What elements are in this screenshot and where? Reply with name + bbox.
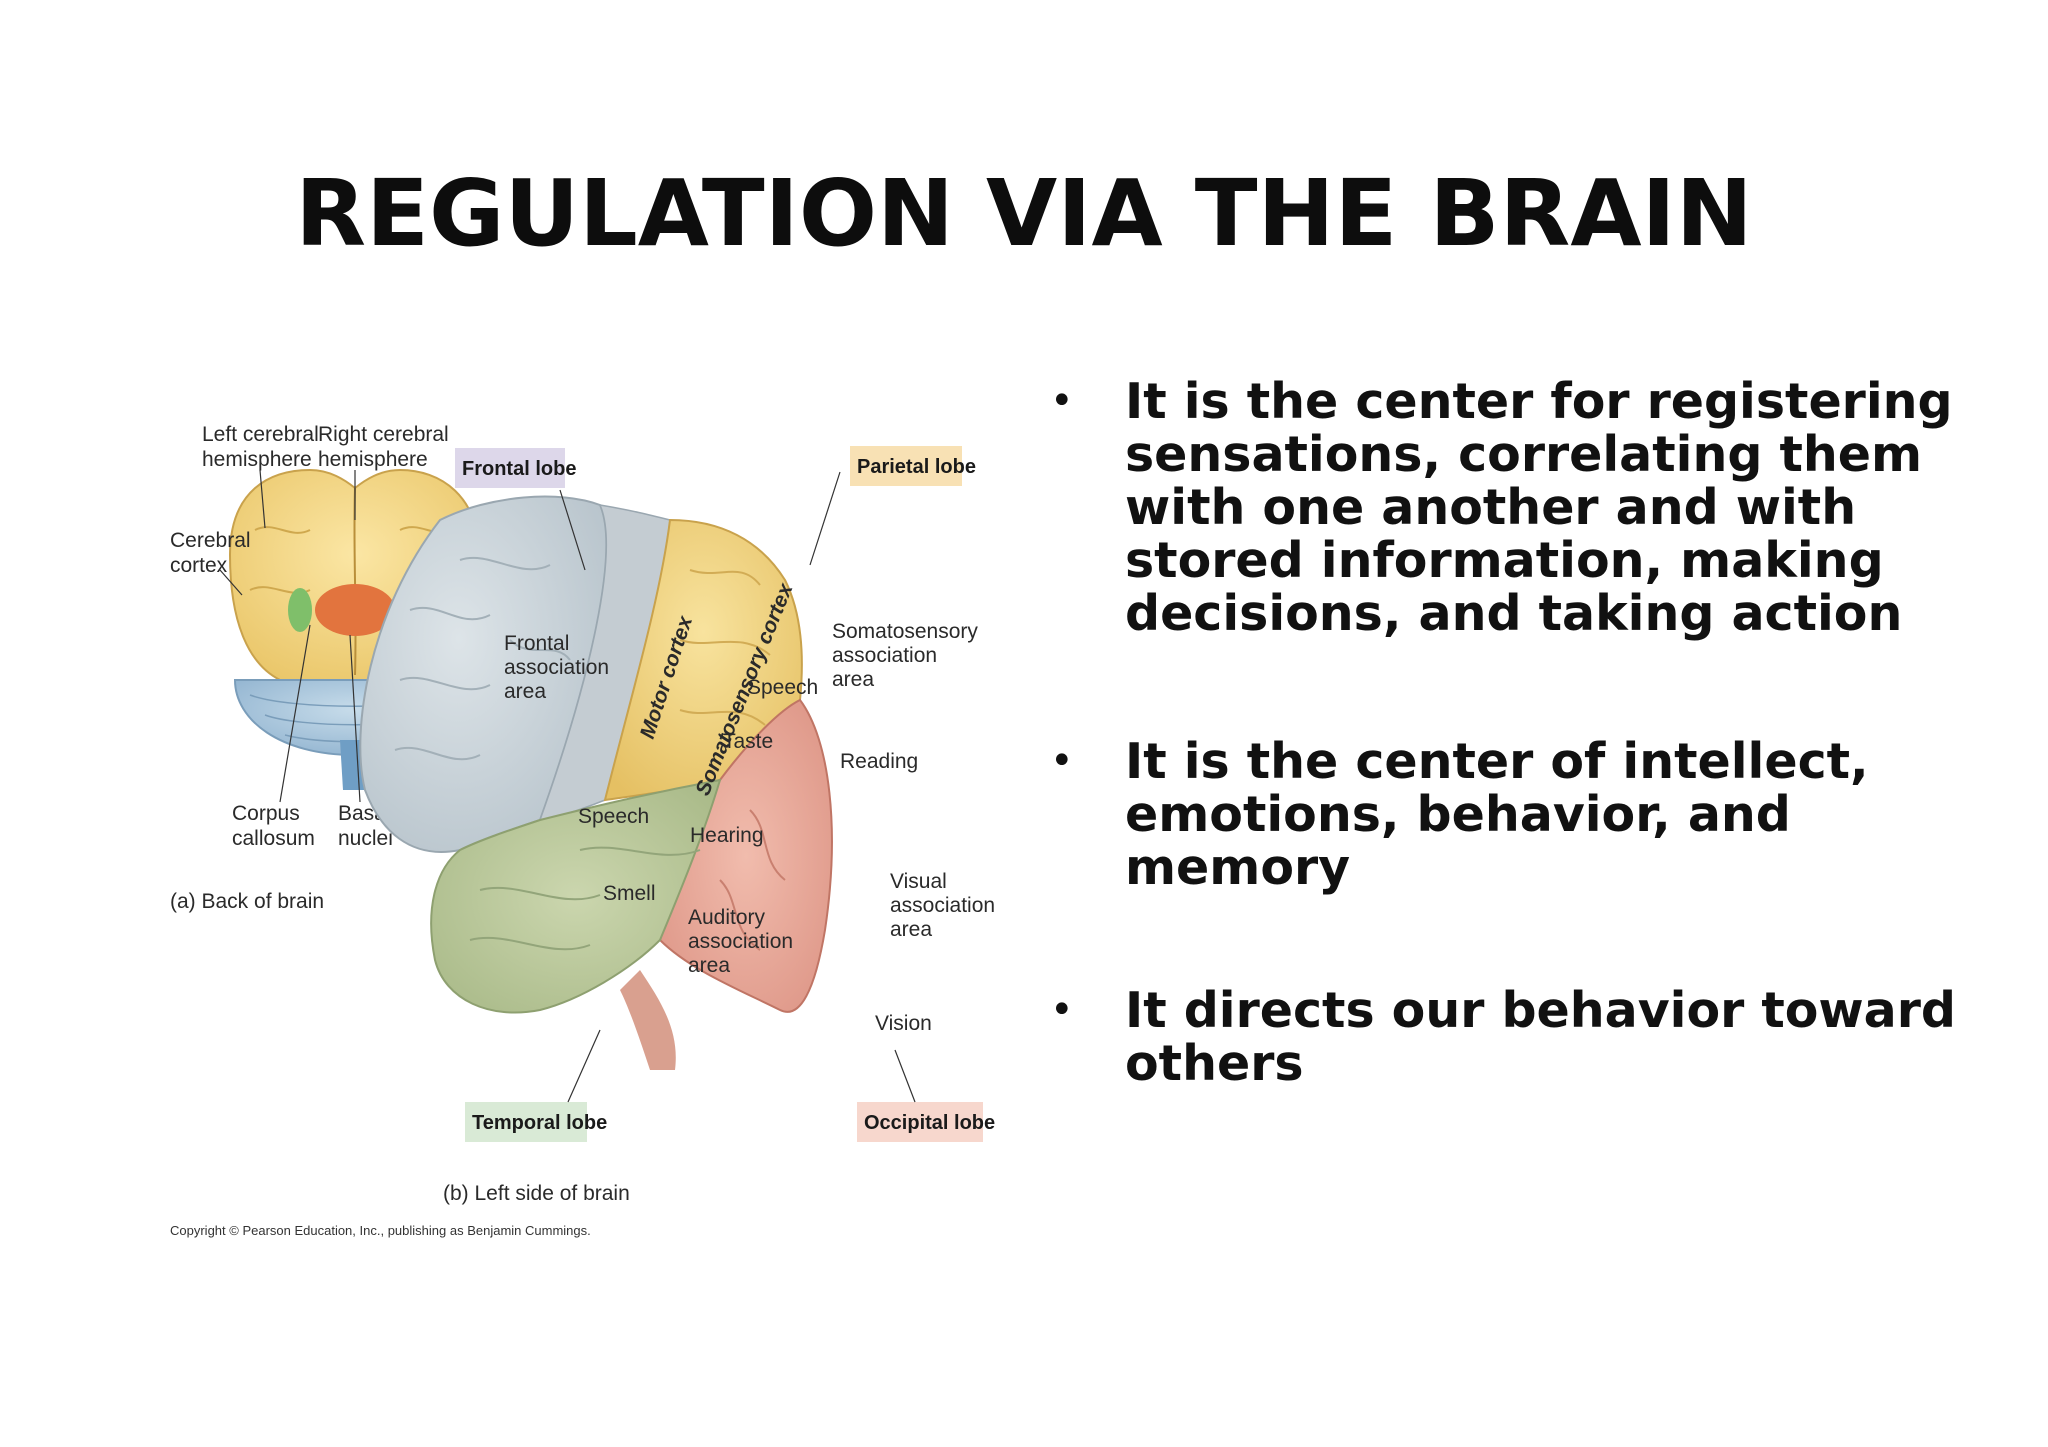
back-basal-nuclei-left — [288, 588, 312, 632]
label-cerebral-cortex-2: cortex — [170, 554, 228, 577]
slide-title: REGULATION VIA THE BRAIN — [295, 160, 1753, 267]
left-brainstem — [620, 970, 676, 1070]
label-speech-lower: Speech — [578, 805, 649, 828]
label-frontal-association-2: association — [504, 656, 609, 679]
label-occipital-lobe: Occipital lobe — [864, 1112, 995, 1134]
label-visual-association-3: area — [890, 918, 932, 941]
label-frontal-association-1: Frontal — [504, 632, 569, 655]
bullet-text: It is the center of intellect, emotions,… — [1125, 733, 1869, 896]
label-visual-association-2: association — [890, 894, 995, 917]
label-taste: Taste — [723, 730, 773, 753]
label-right-cerebral-hemisphere-1: Right cerebral — [318, 423, 449, 446]
label-auditory-association-2: association — [688, 930, 793, 953]
bullet-text: It directs our behavior toward others — [1125, 982, 1956, 1092]
label-left-cerebral-hemisphere-2: hemisphere — [202, 448, 312, 471]
lobe-leader-lines — [559, 471, 916, 1103]
label-frontal-lobe: Frontal lobe — [462, 458, 576, 480]
label-temporal-lobe: Temporal lobe — [472, 1112, 607, 1134]
region-temporal — [430, 778, 722, 1014]
label-reading: Reading — [840, 750, 918, 773]
left-gyri — [394, 557, 786, 951]
label-auditory-association-1: Auditory — [688, 906, 766, 929]
left-side-brain-illustration — [359, 495, 833, 1070]
label-somatosensory-association-1: Somatosensory — [832, 620, 978, 643]
back-gyri — [249, 526, 461, 594]
back-thalamus — [315, 584, 395, 636]
bullet-item: • It is the center of intellect, emotion… — [1050, 735, 2000, 894]
caption-left-side-of-brain: (b) Left side of brain — [443, 1182, 630, 1205]
brain-figure: Left cerebral hemisphere Right cerebral … — [160, 410, 995, 1250]
label-speech-upper: Speech — [747, 676, 818, 699]
lobe-tags: Frontal lobe Parietal lobe Temporal lobe… — [455, 446, 995, 1142]
bullet-list: • It is the center for registering sensa… — [1050, 375, 2000, 1090]
label-corpus-callosum-2: callosum — [232, 827, 315, 850]
tag-occipital-lobe — [857, 1102, 983, 1142]
bullet-text: It is the center for registering sensati… — [1125, 373, 1953, 642]
label-corpus-callosum-1: Corpus — [232, 802, 300, 825]
bullet-dot: • — [1050, 378, 1074, 424]
label-somatosensory-association-3: area — [832, 668, 874, 691]
label-basal-nuclei-2: nuclei — [338, 827, 393, 850]
tag-frontal-lobe — [455, 448, 565, 488]
label-auditory-association-3: area — [688, 954, 730, 977]
label-right-cerebral-hemisphere-2: hemisphere — [318, 448, 428, 471]
bullet-item: • It directs our behavior toward others — [1050, 984, 2000, 1090]
back-of-brain-labels: Left cerebral hemisphere Right cerebral … — [170, 423, 449, 913]
label-hearing: Hearing — [690, 824, 764, 847]
brain-diagram: Left cerebral hemisphere Right cerebral … — [170, 423, 995, 1238]
caption-back-of-brain: (a) Back of brain — [170, 890, 324, 913]
label-smell: Smell — [603, 882, 656, 905]
label-parietal-lobe: Parietal lobe — [857, 456, 976, 478]
label-cerebral-cortex-1: Cerebral — [170, 529, 251, 552]
label-left-cerebral-hemisphere-1: Left cerebral — [202, 423, 319, 446]
tag-temporal-lobe — [465, 1102, 587, 1142]
label-vision: Vision — [875, 1012, 932, 1035]
back-leader-lines — [219, 469, 361, 803]
label-somatosensory-association-2: association — [832, 644, 937, 667]
label-visual-association-1: Visual — [890, 870, 947, 893]
bullet-item: • It is the center for registering sensa… — [1050, 375, 2000, 640]
bullet-dot: • — [1050, 987, 1074, 1033]
label-frontal-association-3: area — [504, 680, 546, 703]
copyright-notice: Copyright © Pearson Education, Inc., pub… — [170, 1223, 591, 1238]
tag-parietal-lobe — [850, 446, 962, 486]
bullet-dot: • — [1050, 738, 1074, 784]
